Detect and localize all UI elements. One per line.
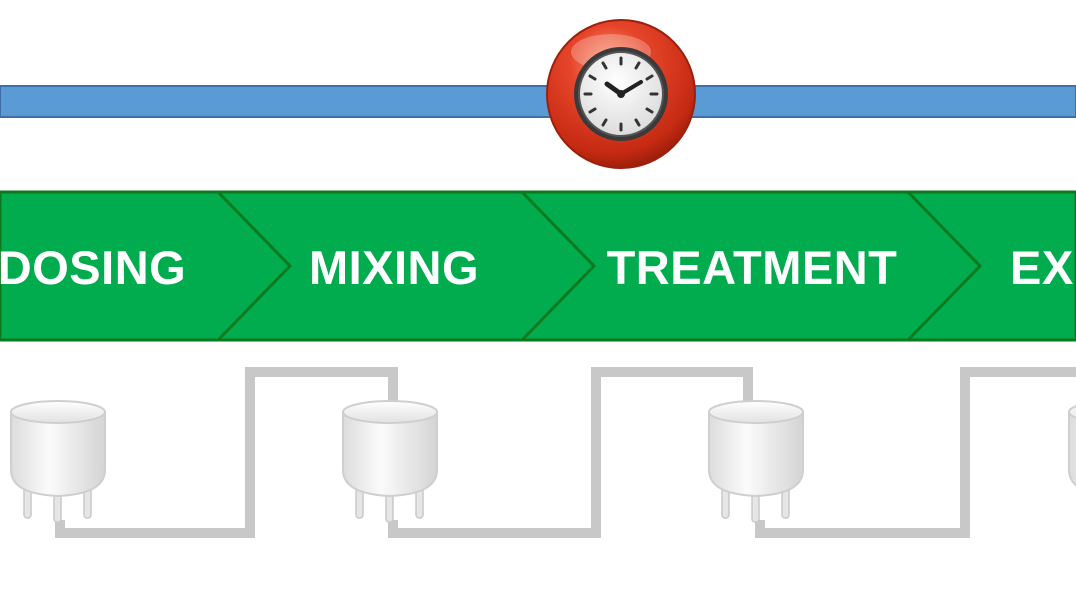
pipe-segment <box>755 367 1076 538</box>
process-band <box>0 190 1076 342</box>
chevron-separator <box>906 190 983 342</box>
tank-icon <box>708 400 804 523</box>
step-dosing: DOSING <box>0 241 186 294</box>
pipes <box>55 367 1076 538</box>
step-exp: EXP <box>1010 241 1076 294</box>
pipe-segment <box>388 367 753 538</box>
tank-icon <box>342 400 438 523</box>
chevron-separator <box>216 190 293 342</box>
pipe-segment <box>55 367 398 538</box>
chevron-separator <box>520 190 597 342</box>
timeline-line <box>0 85 1076 118</box>
step-mixing: MIXING <box>309 241 479 294</box>
step-treatment: TREATMENT <box>607 241 898 294</box>
process-steps: DOSING MIXING TREATMENT EXP <box>0 190 1076 342</box>
tank-icon <box>1068 400 1076 523</box>
clock-icon <box>546 19 696 169</box>
tank-icon <box>10 400 106 523</box>
